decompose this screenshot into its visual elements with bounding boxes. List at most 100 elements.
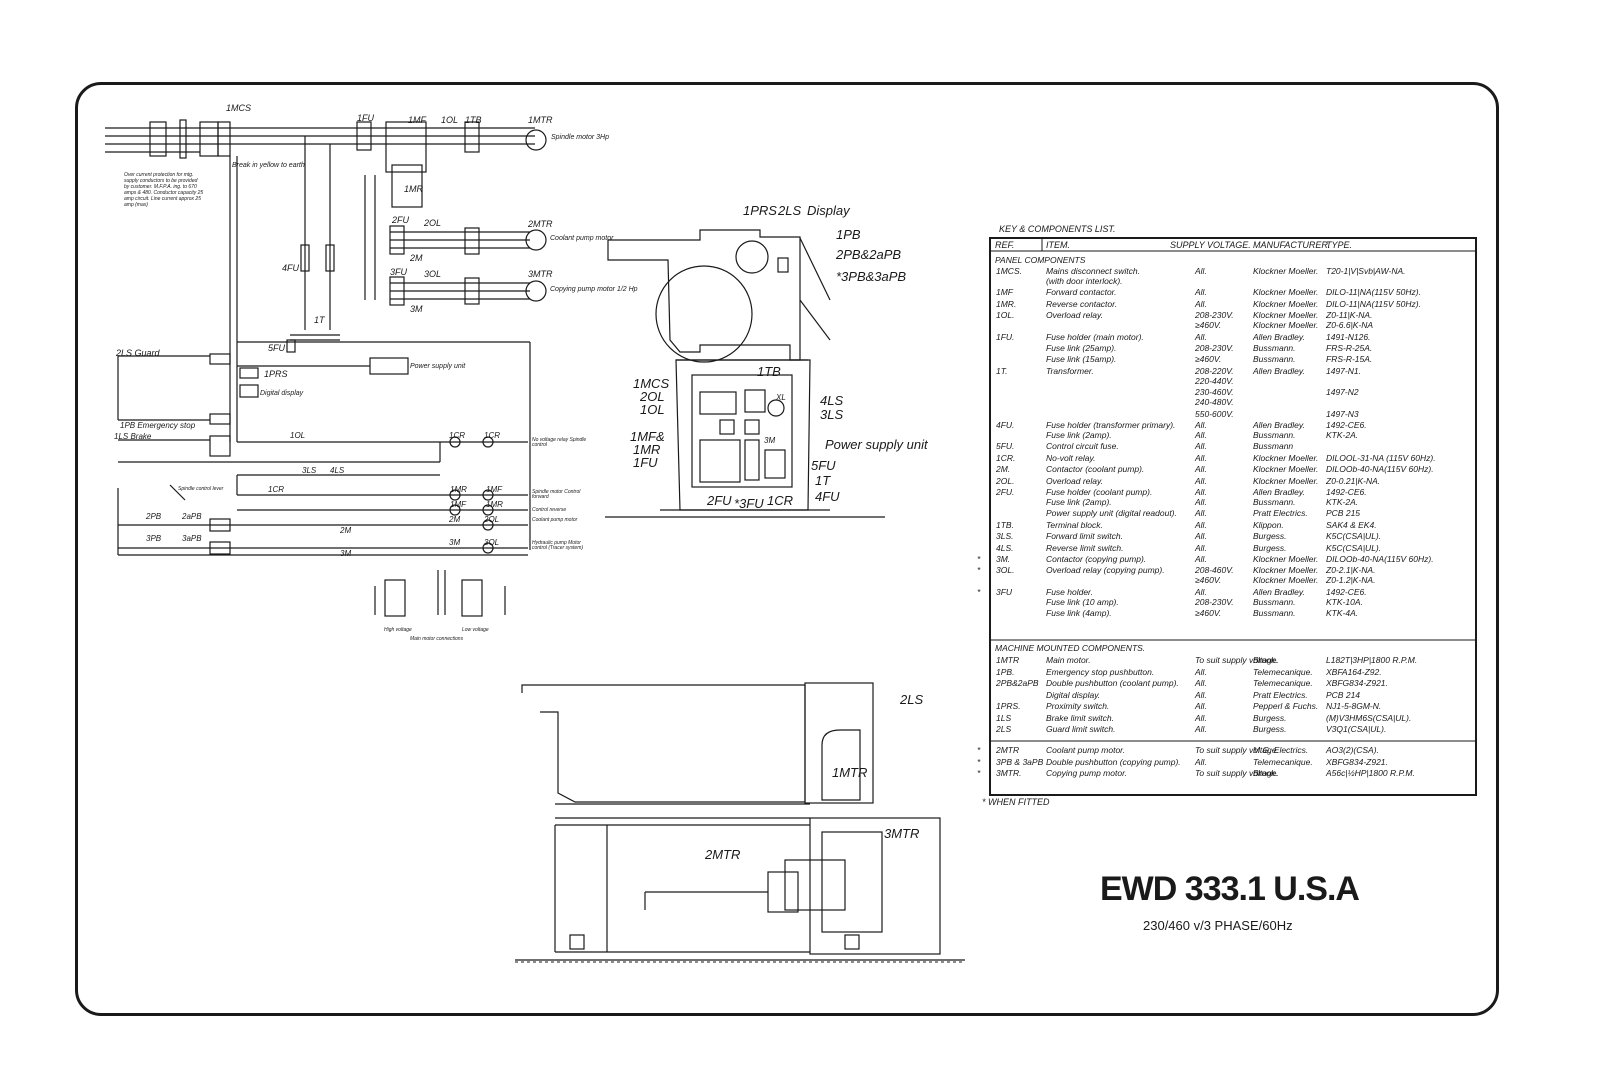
label-2mtr: 2MTR (528, 219, 553, 229)
component-item: Transformer. (1046, 365, 1094, 376)
when-fitted-note: * WHEN FITTED (982, 797, 1050, 807)
component-type: 1492-CE6. (1326, 420, 1367, 430)
label-1ol-control: 1OL (290, 431, 306, 440)
component-row: 1OL.Overload relay.208-230V.Klockner Moe… (0, 310, 1600, 321)
label-3fu: 3FU (390, 267, 408, 277)
component-type: DILOOb-40-NA(115V 60Hz). (1326, 554, 1434, 564)
component-mfr-continued: Klockner Moeller. (1253, 575, 1319, 586)
label-overcurrent-note: Over current protection for mtg. supply … (124, 172, 204, 208)
component-item: Reverse limit switch. (1046, 542, 1124, 553)
component-row: 1CR.No-volt relay.All.Klockner Moeller.D… (0, 453, 1600, 464)
component-item: Coolant pump motor. (1046, 745, 1126, 755)
component-ref: 2LS (996, 724, 1012, 734)
component-volt-continued: 208-230V. (1195, 596, 1234, 607)
component-volt: All. (1195, 542, 1207, 553)
component-ref: 1PRS. (996, 701, 1021, 711)
component-type: DILOOb-40-NA(115V 60Hz). (1326, 464, 1434, 475)
component-item: Fuse holder. (1046, 586, 1093, 597)
label-fv-1prs: 1PRS (743, 203, 777, 218)
component-volt: All. (1195, 666, 1207, 677)
component-volt: All. (1195, 287, 1207, 298)
label-2fu: 2FU (392, 215, 410, 225)
power-circuit (105, 119, 547, 550)
label-sv-1mtr: 1MTR (832, 765, 868, 780)
component-mfr: Brook. (1253, 655, 1278, 665)
component-row: *3OL.Overload relay (copying pump).208-4… (0, 565, 1600, 576)
label-power-supply-unit: Power supply unit (410, 363, 466, 370)
component-volt: All. (1195, 298, 1207, 309)
component-mfr: Telemecanique. (1253, 678, 1313, 688)
component-row-continued: (with door interlock). (0, 276, 1600, 287)
component-item-continued: Fuse link (2amp). (1046, 430, 1112, 440)
component-item: Fuse link (4amp). (1046, 608, 1112, 619)
component-row-continued: ≥460V.Klockner Moeller.Z0-6.6|K-NA (0, 320, 1600, 331)
label-2ol: 2OL (424, 218, 442, 228)
component-row: Fuse link (25amp).208-230V.Bussmann.FRS-… (0, 343, 1600, 354)
label-2ol-control: 2OL (484, 515, 500, 524)
label-no-voltage-relay: No voltage relay Spindle control (532, 437, 587, 448)
component-row: 2FU.Fuse holder (coolant pump).All.Allen… (0, 487, 1600, 498)
component-mfr: M.G. Electrics. (1253, 745, 1309, 755)
component-mfr: Klockner Moeller. (1253, 310, 1319, 321)
label-fv-2ol: 2OL (640, 389, 665, 404)
label-fv-psu: Power supply unit (825, 437, 928, 452)
component-item: Digital display. (1046, 689, 1101, 700)
component-star: * (977, 768, 981, 778)
component-mfr: Allen Bradley. (1253, 487, 1305, 497)
component-type: K5C(CSA|UL). (1326, 531, 1382, 542)
label-fv-3pb: *3PB&3aPB (836, 269, 907, 284)
component-mfr: Burgess. (1253, 542, 1287, 553)
component-type: DILO-11|NA(115V 50Hz). (1326, 298, 1421, 309)
label-2m-a: 2M (449, 515, 461, 524)
component-mfr: Allen Bradley. (1253, 331, 1305, 342)
label-fv-2ls: 2LS (778, 203, 802, 218)
label-1t: 1T (314, 315, 325, 325)
component-mfr: Allen Bradley. (1253, 420, 1305, 430)
label-coolant-motor: Coolant pump motor (550, 235, 614, 242)
component-type: DILO-11|NA(115V 50Hz). (1326, 287, 1421, 298)
label-3pb: 3PB (146, 534, 162, 543)
component-type: KTK-4A. (1326, 608, 1359, 619)
label-fv-1tb: 1TB (757, 364, 781, 379)
label-3mtr: 3MTR (528, 269, 553, 279)
component-row: 1MCS.Mains disconnect switch.All.Klockne… (0, 266, 1600, 277)
label-1mtr: 1MTR (528, 115, 553, 125)
component-volt: To suit supply voltage. (1195, 745, 1279, 755)
component-row: Power supply unit (digital readout).All.… (0, 508, 1600, 519)
label-3m-a: 3M (449, 538, 461, 547)
component-volt: To suit supply voltage. (1195, 768, 1279, 778)
label-3m-b: 3M (340, 549, 352, 558)
label-fv-2fu: 2FU (707, 493, 732, 508)
component-mfr: Klockner Moeller. (1253, 452, 1319, 463)
component-row-continued: 220-440V. (0, 376, 1600, 387)
component-row: 5FU.Control circuit fuse.All.Bussmann (0, 441, 1600, 452)
component-mfr: Bussmann. (1253, 608, 1296, 619)
component-type: Z0-0.21|K-NA. (1326, 475, 1381, 486)
component-mfr: Klockner Moeller. (1253, 298, 1319, 309)
component-type: DILOOL-31-NA (115V 60Hz). (1326, 452, 1436, 463)
component-volt: All. (1195, 508, 1207, 519)
drawing-frame (75, 82, 1499, 1016)
component-item: Reverse contactor. (1046, 298, 1118, 309)
component-type-continued: KTK-10A. (1326, 596, 1363, 607)
label-2pb: 2PB (146, 512, 162, 521)
component-ref: 3LS. (996, 531, 1014, 542)
component-volt: All. (1195, 724, 1207, 734)
label-control-forward: Spindle motor Control forward (532, 489, 581, 500)
header-ref: REF. (995, 240, 1015, 250)
component-volt: 208-230V. (1195, 310, 1234, 321)
label-fv-4ls: 4LS (820, 393, 844, 408)
component-type: PCB 215 (1326, 508, 1361, 519)
header-item: ITEM. (1046, 240, 1070, 250)
component-mfr: Brook. (1253, 768, 1278, 778)
component-ref: 4LS. (996, 542, 1014, 553)
component-item: Double pushbutton (coolant pump). (1046, 678, 1179, 688)
component-item: Forward contactor. (1046, 287, 1117, 298)
label-1mf: 1MF (408, 115, 426, 125)
component-row: 2OL.Overload relay.All.Klockner Moeller.… (0, 476, 1600, 487)
label-fv-3m: 3M (764, 436, 776, 445)
component-type: A56c|½HP|1800 R.P.M. (1326, 768, 1415, 778)
component-star: * (977, 586, 981, 597)
component-item: Double pushbutton (copying pump). (1046, 756, 1181, 767)
component-row: Fuse link (15amp).≥460V.Bussmann.FRS-R-1… (0, 354, 1600, 365)
